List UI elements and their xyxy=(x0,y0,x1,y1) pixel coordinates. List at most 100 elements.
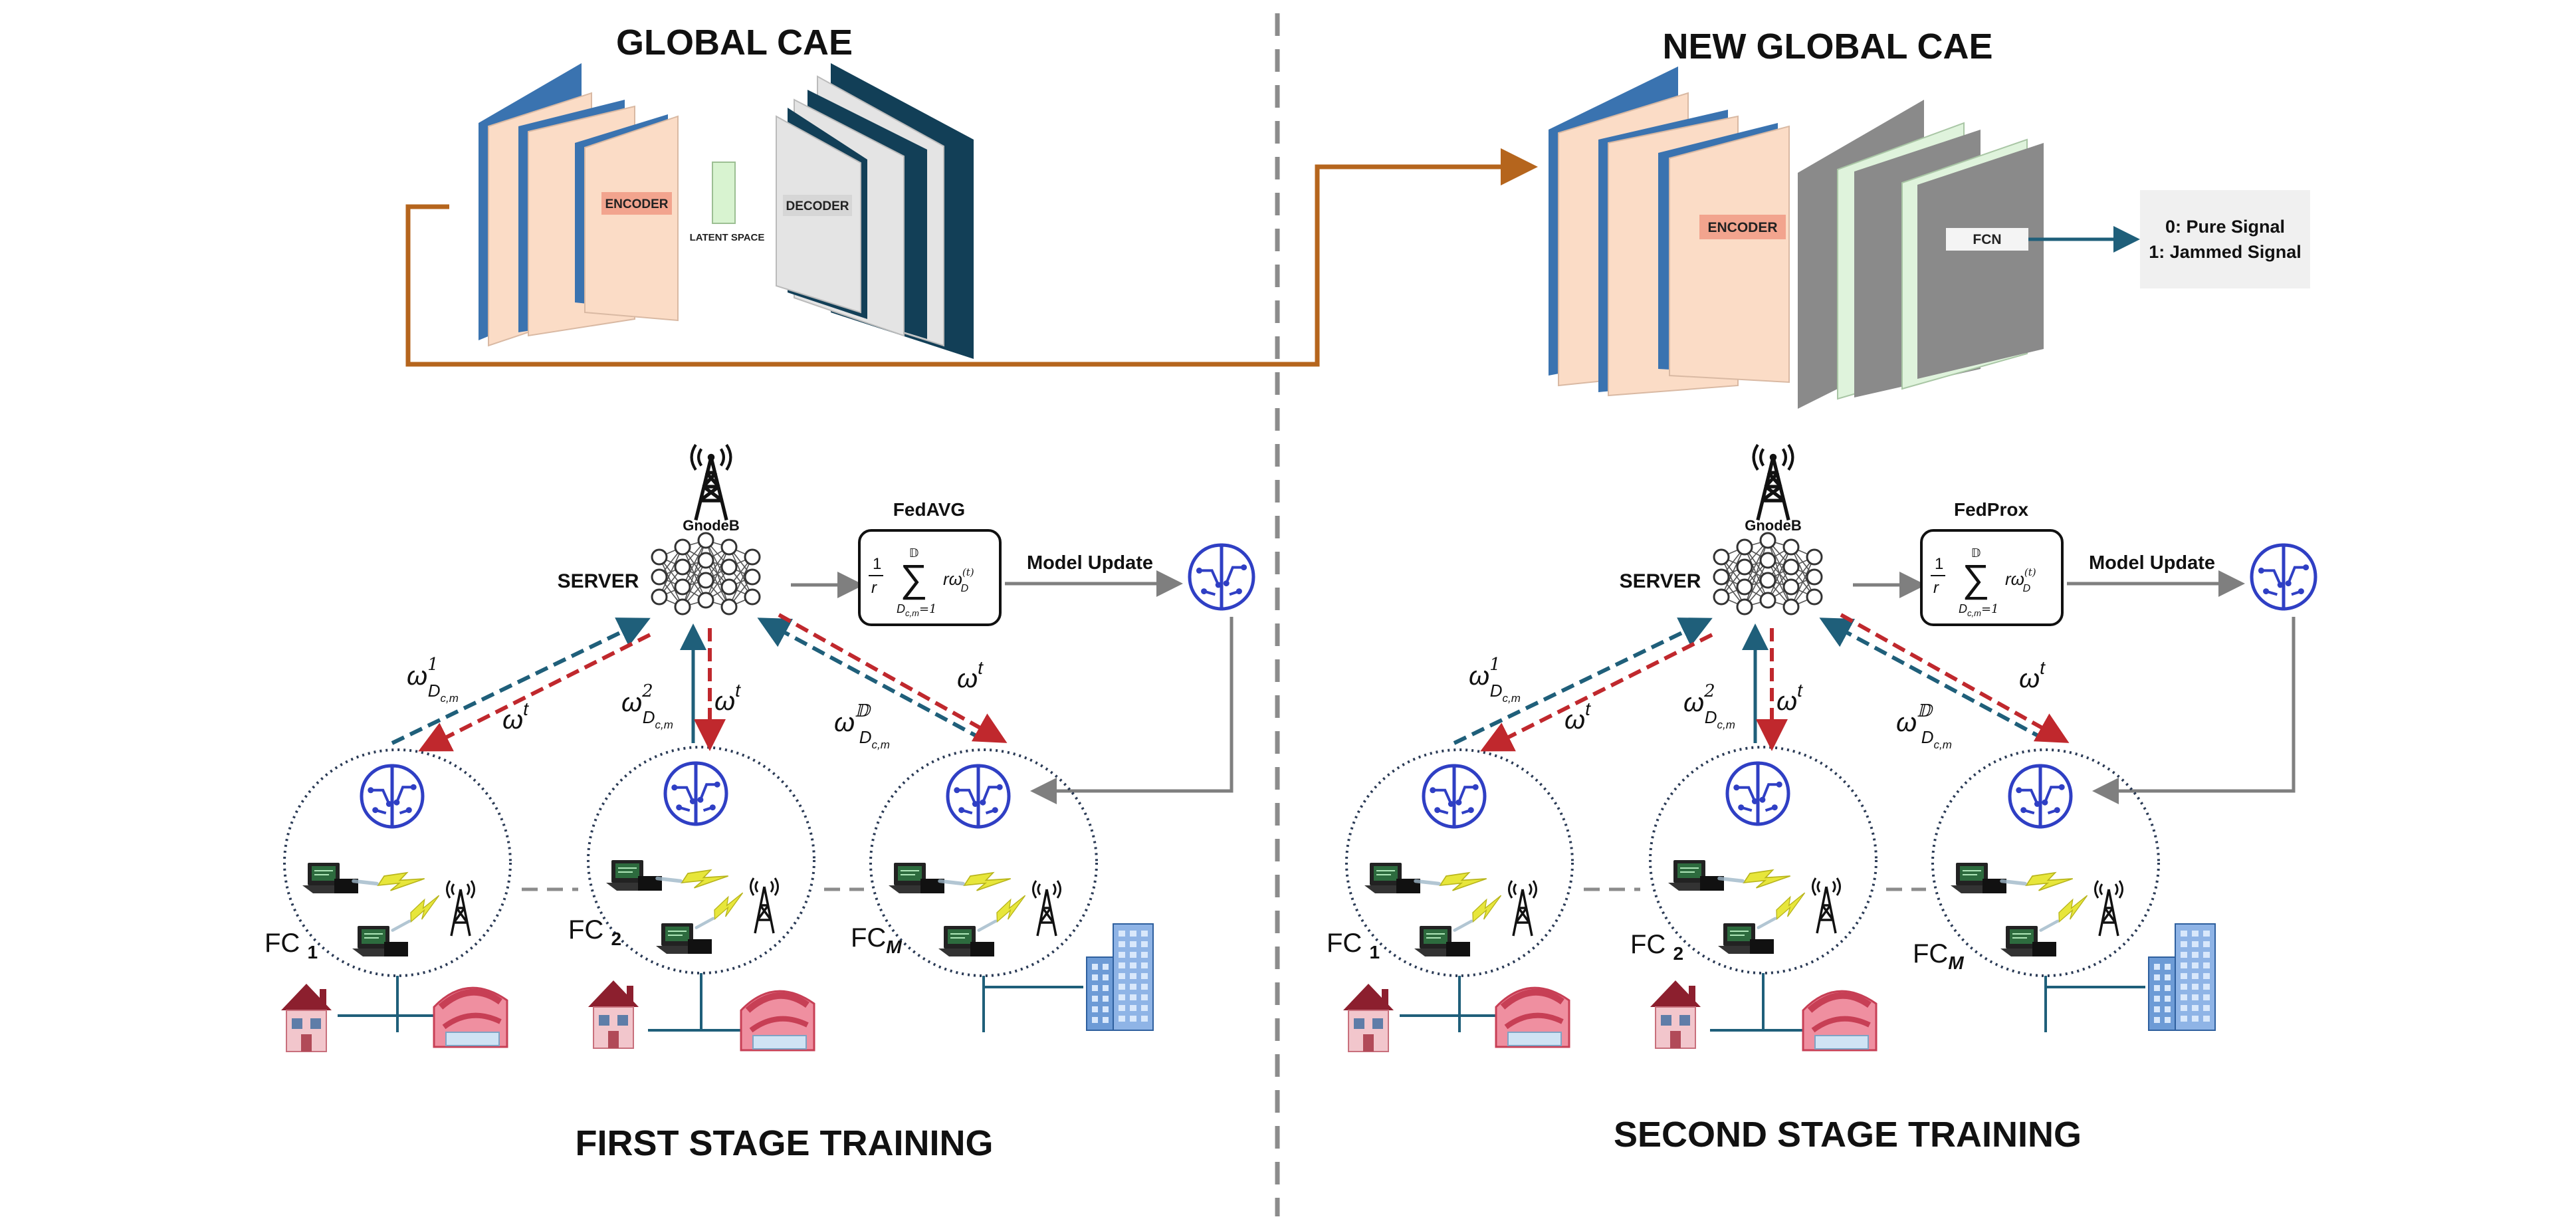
bolt-shape xyxy=(2025,871,2073,891)
jamming-bolt-icon xyxy=(2039,895,2088,932)
tower-window xyxy=(2203,962,2210,968)
nn-node xyxy=(1736,538,1753,556)
house-icon xyxy=(281,984,332,1052)
brain-node xyxy=(1434,807,1441,814)
brain-circuits xyxy=(370,766,414,827)
industrial-building-icon xyxy=(433,986,508,1048)
clientM-uplink-arrow xyxy=(757,617,984,741)
laptop-display xyxy=(362,929,385,944)
jamming-bolt-icon xyxy=(655,869,728,889)
laptop-icon xyxy=(1951,863,2006,893)
laptop-side-unit xyxy=(1983,879,2006,893)
house-chimney xyxy=(320,989,326,1005)
tower-window xyxy=(2203,1016,2210,1022)
laptop-icon xyxy=(656,923,712,954)
federated-client-1: FC 1 xyxy=(265,748,512,1032)
brain-right-half xyxy=(976,764,1011,829)
jamming-bolt-icon xyxy=(695,892,744,929)
global-weight-label: ωt xyxy=(957,657,984,693)
brain-right-half xyxy=(2038,764,2073,829)
gnodeb-tower-icon xyxy=(690,443,732,521)
tower-window xyxy=(1141,984,1148,990)
building-windows xyxy=(1507,1032,1562,1046)
house-door xyxy=(1670,1031,1681,1048)
formula-upper: 𝔻 xyxy=(909,546,919,560)
global-weight-label: ωt xyxy=(714,680,741,716)
client-cluster-boundary xyxy=(1931,748,2160,977)
building-stripe xyxy=(1504,1012,1564,1030)
formula-box xyxy=(858,529,1002,626)
encoder-label: ENCODER xyxy=(605,197,668,211)
nn-edge xyxy=(1721,546,1745,598)
building-roof-stripe xyxy=(745,992,809,1013)
brain-node xyxy=(676,804,683,811)
building-windows xyxy=(445,1032,500,1046)
brain-node xyxy=(1472,784,1479,790)
brain-node xyxy=(1235,588,1242,595)
nn-node xyxy=(720,578,738,596)
tower-window xyxy=(1119,1016,1125,1022)
brain-node xyxy=(1751,798,1758,804)
brain-node xyxy=(2058,784,2065,790)
laptop-side-unit xyxy=(1700,876,1724,891)
nn-node xyxy=(1736,578,1753,596)
nn-node xyxy=(697,552,714,569)
laptop-side-unit xyxy=(920,879,944,893)
jamming-bolt-icon xyxy=(352,871,425,891)
client-label: FC 2 xyxy=(568,915,621,949)
latent-space-label: LATENT SPACE xyxy=(690,232,765,243)
tower-window xyxy=(2192,962,2199,968)
nn-node xyxy=(674,558,691,576)
antenna-icon xyxy=(446,880,475,937)
house-chimney xyxy=(627,986,633,1002)
brain-left-half xyxy=(1422,764,1456,829)
brain-left-half xyxy=(2250,543,2286,611)
tower-window xyxy=(1103,964,1109,970)
global-cae-title: GLOBAL CAE xyxy=(616,23,853,62)
tower-window xyxy=(2154,974,2160,980)
formula-frac-den: r xyxy=(1933,579,1939,597)
laptop-side-unit xyxy=(1446,942,1470,956)
decoder-stack: DECODER xyxy=(776,63,974,359)
fcn-label-box xyxy=(1946,228,2028,251)
brain-node xyxy=(405,807,412,814)
tower-window xyxy=(2192,984,2199,990)
jamming-bolt-icon xyxy=(938,871,1011,891)
building-stripe xyxy=(749,1016,809,1033)
brain-node xyxy=(410,784,417,790)
brain-node xyxy=(393,799,400,806)
house-roof xyxy=(1650,980,1701,1007)
laptop-icon xyxy=(1364,863,1420,893)
nn-node xyxy=(744,568,761,586)
brain-node xyxy=(2042,799,2048,806)
brain-left-half xyxy=(1725,761,1760,826)
office-tower-icon xyxy=(1086,923,1154,1031)
tower-window xyxy=(1092,996,1098,1002)
nn-node xyxy=(1806,568,1823,586)
new-global-cae: ENCODER FCN 0: Pure Signal 1: Jammed Sig… xyxy=(1549,66,2310,409)
antenna-frame xyxy=(1036,889,1057,937)
tower-window xyxy=(1141,973,1148,979)
fcn-stack: FCN xyxy=(1798,100,2044,409)
tower-window xyxy=(1119,1005,1125,1011)
tower-window xyxy=(2203,931,2210,937)
house-window xyxy=(1679,1015,1690,1026)
formula-frac-den: r xyxy=(871,579,877,597)
tower-window xyxy=(2165,974,2171,980)
weight-transfer-connector xyxy=(405,148,1538,367)
client-brain-icon xyxy=(360,764,425,829)
tower-window xyxy=(1103,985,1109,991)
brain-node xyxy=(1201,588,1208,595)
tower-window xyxy=(1092,974,1098,980)
tower-window xyxy=(1092,1017,1098,1023)
laptop-icon xyxy=(2000,926,2056,956)
new-encoder-stack: ENCODER xyxy=(1549,66,1790,397)
antenna-waves xyxy=(2094,880,2123,899)
brain-right-half xyxy=(1452,764,1487,829)
formula-lower: Dc,m=1 xyxy=(1959,602,1999,618)
tower-window xyxy=(1130,1016,1136,1022)
brain-node xyxy=(671,784,678,791)
nn-node xyxy=(1759,552,1776,569)
